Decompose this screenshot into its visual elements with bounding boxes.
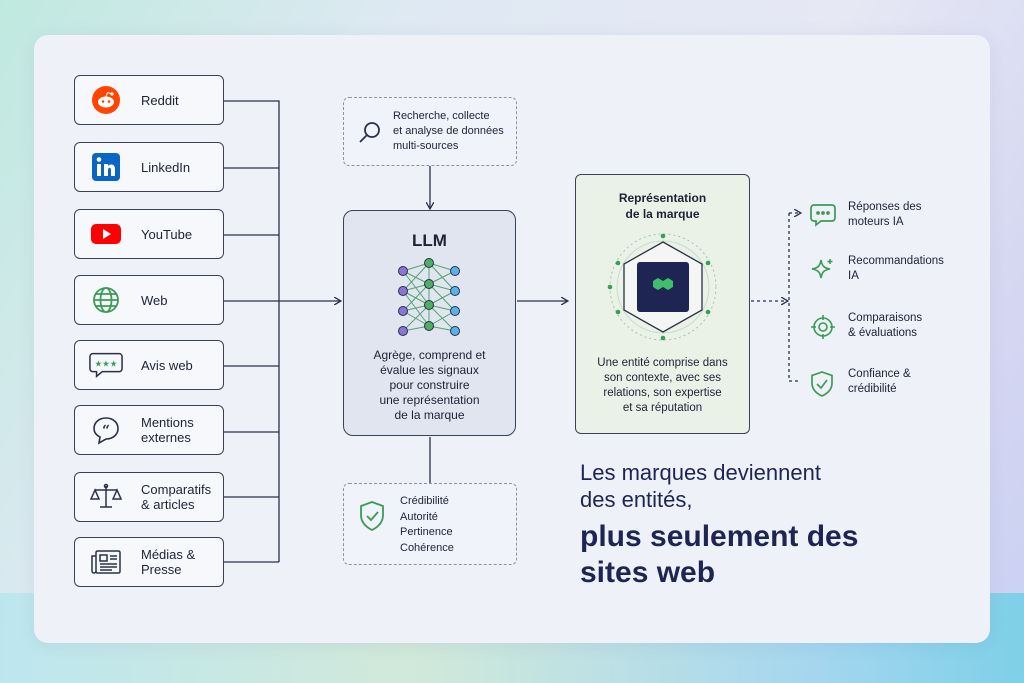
shield-check-icon xyxy=(810,370,838,398)
output-label: Comparaisons & évaluations xyxy=(848,312,923,339)
output-comparisons: Comparaisons & évaluations xyxy=(810,312,980,354)
criteria-item: Cohérence xyxy=(400,541,454,554)
newspaper-icon xyxy=(89,545,123,579)
neural-network-icon xyxy=(391,257,467,339)
criteria-list: Crédibilité Autorité Pertinence Cohérenc… xyxy=(400,494,454,556)
source-comparisons: Comparatifs & articles xyxy=(74,472,224,522)
svg-text:★★★: ★★★ xyxy=(95,359,118,369)
scales-icon xyxy=(89,480,123,514)
globe-icon xyxy=(89,283,123,317)
source-youtube: YouTube xyxy=(74,209,224,259)
criteria-item: Autorité xyxy=(400,510,438,523)
headline-line: des entités, xyxy=(580,487,693,512)
youtube-icon xyxy=(89,217,123,251)
output-label: Réponses des moteurs IA xyxy=(848,201,922,228)
brand-text: Une entité comprise dans son contexte, a… xyxy=(597,357,728,414)
sparkle-icon xyxy=(810,257,838,285)
target-icon xyxy=(810,314,838,342)
output-label: Recommandations IA xyxy=(848,255,944,282)
criteria-item: Crédibilité xyxy=(400,495,449,507)
brand-title: Représentation de la marque xyxy=(618,191,707,221)
criteria-item: Pertinence xyxy=(400,526,453,538)
source-label: Web xyxy=(141,292,168,308)
output-label: Confiance & crédibilité xyxy=(848,368,911,395)
review-stars-icon: ★★★ xyxy=(89,348,123,382)
output-trust: Confiance & crédibilité xyxy=(810,368,980,410)
reddit-icon xyxy=(89,83,123,117)
svg-text:“: “ xyxy=(102,423,110,439)
source-mentions: “ Mentions externes xyxy=(74,405,224,455)
source-label: Mentions externes xyxy=(141,415,194,445)
search-icon xyxy=(358,120,382,144)
headline: Les marques deviennent des entités, plus… xyxy=(580,459,858,591)
source-label: YouTube xyxy=(141,226,193,242)
headline-line-bold: sites web xyxy=(580,556,716,589)
source-label: Reddit xyxy=(141,92,179,108)
source-label: Médias & Presse xyxy=(141,547,196,577)
source-linkedin: LinkedIn xyxy=(74,142,224,192)
research-box: Recherche, collecte et analyse de donnée… xyxy=(343,97,517,166)
headline-line: Les marques deviennent xyxy=(580,460,821,485)
linkedin-icon xyxy=(89,150,123,184)
source-label: Avis web xyxy=(141,357,193,373)
source-reddit: Reddit xyxy=(74,75,224,125)
source-label: Comparatifs & articles xyxy=(141,482,212,512)
output-ai-recommendations: Recommandations IA xyxy=(810,255,980,297)
source-media: Médias & Presse xyxy=(74,537,224,587)
source-web: Web xyxy=(74,275,224,325)
shield-check-icon xyxy=(358,500,386,532)
llm-text: Agrège, comprend et évalue les signaux p… xyxy=(373,348,486,422)
chat-bubble-icon xyxy=(810,203,838,231)
criteria-box: Crédibilité Autorité Pertinence Cohérenc… xyxy=(343,483,517,565)
llm-title: LLM xyxy=(412,231,447,250)
brand-hexagon-icon xyxy=(601,229,725,345)
source-label: LinkedIn xyxy=(141,159,191,175)
research-text: Recherche, collecte et analyse de donnée… xyxy=(393,110,504,152)
brand-box: Représentation de la marque Une entité c… xyxy=(575,174,750,434)
llm-box: LLM Agrège, comprend et évalue les signa… xyxy=(343,210,516,436)
headline-line-bold: plus seulement des xyxy=(580,520,859,553)
quote-bubble-icon: “ xyxy=(89,413,123,447)
output-ai-answers: Réponses des moteurs IA xyxy=(810,201,980,243)
source-reviews: ★★★ Avis web xyxy=(74,340,224,390)
